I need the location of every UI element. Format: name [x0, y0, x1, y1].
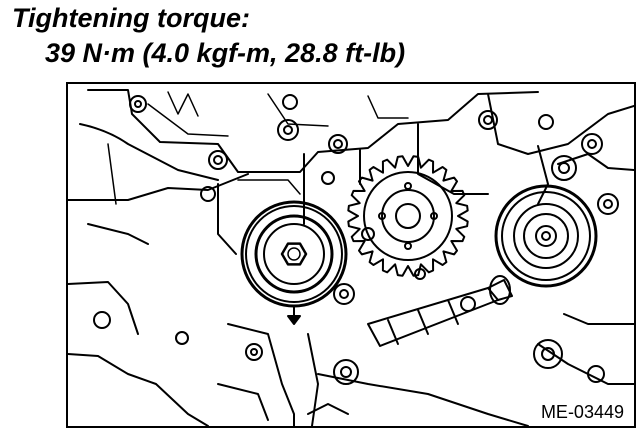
figure-id-label: ME-03449 — [538, 402, 626, 422]
engine-diagram — [68, 89, 634, 426]
torque-title: Tightening torque: — [12, 3, 250, 33]
sprocket-teeth — [347, 155, 469, 277]
engine-diagram-frame: ME-03449 — [66, 82, 636, 428]
lower-bracket — [217, 323, 349, 426]
engine-block-outline — [68, 89, 634, 426]
mounting-bosses — [93, 94, 619, 385]
tensioner-rod — [367, 275, 513, 347]
torque-value: 39 N·m (4.0 kgf-m, 28.8 ft-lb) — [45, 38, 406, 68]
left-idler-pulley — [240, 200, 348, 325]
right-idler-pulley — [494, 184, 598, 288]
camshaft-sprocket — [347, 155, 469, 277]
